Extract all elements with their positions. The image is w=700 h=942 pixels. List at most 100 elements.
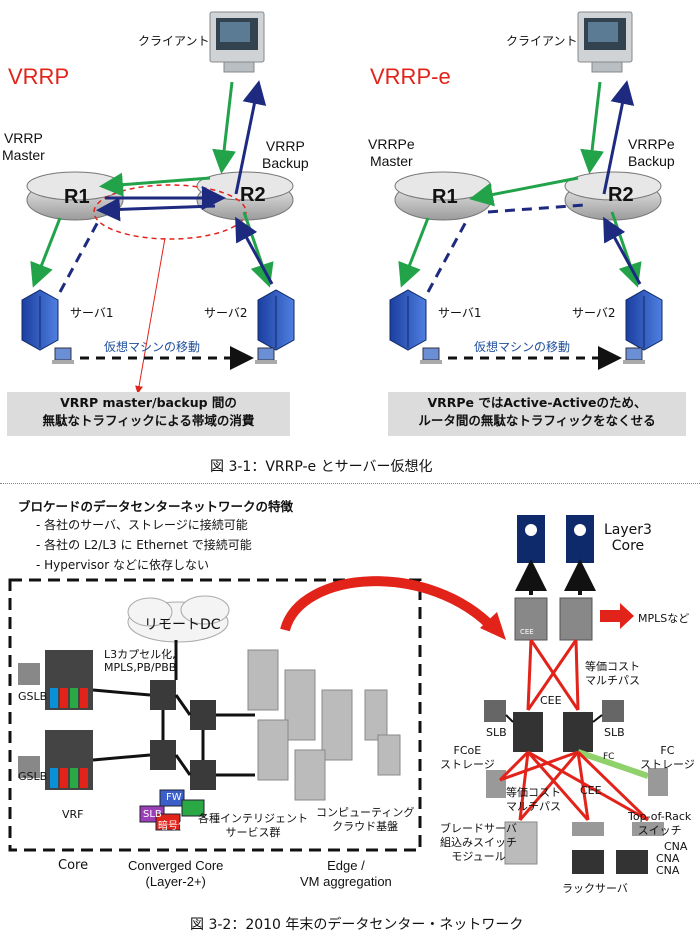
server2-label-right: サーバ2 <box>572 306 616 320</box>
fc-link <box>577 749 649 779</box>
tor-switch-label: Top-of-Rack スイッチ <box>628 810 692 837</box>
cee-bottom-label: CEE <box>580 784 602 797</box>
cna-label: CNA <box>664 840 688 853</box>
vrf-label: VRF <box>62 808 84 821</box>
red-multipath-links-top <box>526 639 580 711</box>
vm-move-label-right: 仮想マシンの移動 <box>474 340 571 354</box>
core-chassis-bottom <box>45 730 93 790</box>
r1-label-right: R1 <box>432 186 458 208</box>
slb-link <box>505 714 514 723</box>
client-pc-left <box>209 11 265 73</box>
green-flow-arrow <box>212 81 236 174</box>
cee-switch-1 <box>514 597 548 641</box>
agg-switch-2 <box>563 712 593 752</box>
r2-label-right: R2 <box>608 184 634 206</box>
layer3-core-router-1 <box>517 515 545 563</box>
section-divider <box>0 483 700 484</box>
tor-switch-1 <box>572 822 604 874</box>
fw-icon <box>159 789 185 807</box>
server1-label-left: サーバ1 <box>70 306 114 320</box>
slb-right-label: SLB <box>604 726 625 739</box>
expansion-arrow-head <box>480 612 506 640</box>
layer3-core-router-2 <box>566 515 594 563</box>
green-flow-arrow <box>469 176 579 207</box>
vm-icon-right-1 <box>420 347 442 364</box>
master-label-left: VRRP Master <box>2 130 45 163</box>
green-flow-arrow <box>580 81 604 174</box>
navy-flow-arrow <box>234 80 267 195</box>
slb-link <box>592 714 603 723</box>
navy-flow-arrow <box>235 216 274 285</box>
server1-right <box>389 289 427 351</box>
r1-label-left: R1 <box>64 186 90 208</box>
figure2-caption: 図 3-2：2010 年末のデータセンター・ネットワーク <box>190 917 524 933</box>
navy-dashed-link <box>58 217 102 293</box>
equal-cost-bottom-label: 等価コスト マルチパス <box>506 786 561 813</box>
vrrpe-title: VRRP-e <box>370 64 451 89</box>
gslb-label-bottom: GSLB <box>18 770 48 783</box>
edge-label: Edge / VM aggregation <box>300 858 392 889</box>
blade-server-chassis <box>504 821 538 865</box>
data-center-region <box>8 578 422 852</box>
service-icon <box>181 799 205 817</box>
navy-flow-arrow <box>602 80 635 195</box>
cee-switch-tag: CEE <box>520 628 534 636</box>
layer3-core-label: Layer3 Core <box>604 522 652 554</box>
remote-dc-label: リモートDC <box>144 617 221 633</box>
backup-label-right: VRRPe Backup <box>628 136 675 169</box>
cna-label: CNA <box>656 864 680 877</box>
r2-label-left: R2 <box>240 184 266 206</box>
intelligent-services-label: 各種インテリジェント サービス群 <box>198 812 308 839</box>
cna-label: CNA <box>656 852 680 865</box>
converged-core-label: Converged Core (Layer-2+) <box>128 858 224 889</box>
computing-cloud-label: コンピューティング クラウド基盤 <box>316 806 415 833</box>
gslb-device-top <box>18 663 40 685</box>
router-r1-right <box>394 171 492 221</box>
feature-item: - 各社の L2/L3 に Ethernet で接続可能 <box>36 538 252 552</box>
vm-icon-left-2 <box>255 347 277 364</box>
fw-label: FW <box>166 792 182 803</box>
vm-icon-right-2 <box>623 347 645 364</box>
note-pointer-arrow <box>135 237 166 394</box>
crypto-label: 暗号化 <box>158 821 188 832</box>
fc-storage-label: FC ストレージ <box>640 744 695 771</box>
fcoe-storage-device <box>486 770 506 798</box>
server2-left <box>257 289 295 351</box>
navy-flow-arrow <box>96 197 216 222</box>
green-flow-arrow <box>398 217 430 288</box>
slb-left-label: SLB <box>486 726 507 739</box>
mpls-label: MPLSなど <box>638 612 690 625</box>
figure1-caption: 図 3-1：VRRP-e とサーバー仮想化 <box>210 459 433 475</box>
server1-left <box>21 289 59 351</box>
router-r2-right <box>564 171 662 221</box>
vm-icon-left-1 <box>52 347 74 364</box>
features-heading: ブロケードのデータセンターネットワークの特徴 <box>18 499 294 514</box>
slb-device-left <box>484 700 506 722</box>
client-pc-right <box>577 11 633 73</box>
mpls-arrow <box>600 603 634 629</box>
client-label-left: クライアント <box>138 34 210 48</box>
converged-core-switches <box>150 680 216 790</box>
vm-move-label-left: 仮想マシンの移動 <box>104 340 201 354</box>
cee-mid-label: CEE <box>540 694 562 707</box>
master-label-right: VRRPe Master <box>368 136 415 169</box>
green-flow-arrow <box>30 217 62 288</box>
navy-dashed-link <box>426 217 470 293</box>
green-flow-arrow <box>99 172 211 197</box>
server1-label-right: サーバ1 <box>438 306 482 320</box>
gslb-label-top: GSLB <box>18 690 48 703</box>
backup-label-left: VRRP Backup <box>262 138 309 171</box>
remote-dc-cloud <box>127 595 230 643</box>
fcoe-storage-label: FCoE ストレージ <box>440 744 495 771</box>
gslb-device-bottom <box>18 756 40 778</box>
vrrp-title: VRRP <box>8 64 70 89</box>
cee-switch-2 <box>559 597 593 641</box>
rack-server-label: ラックサーバ <box>562 882 628 895</box>
equal-cost-top-label: 等価コスト マルチパス <box>585 660 640 687</box>
fc-label: FC <box>603 752 615 762</box>
server2-right <box>625 289 663 351</box>
crypto-icon <box>155 813 181 831</box>
fc-storage-device <box>648 768 668 796</box>
navy-flow-arrow <box>603 216 642 285</box>
vrrp-note: VRRP master/backup 間の 無駄なトラフィックによる帯域の消費 <box>7 392 290 436</box>
